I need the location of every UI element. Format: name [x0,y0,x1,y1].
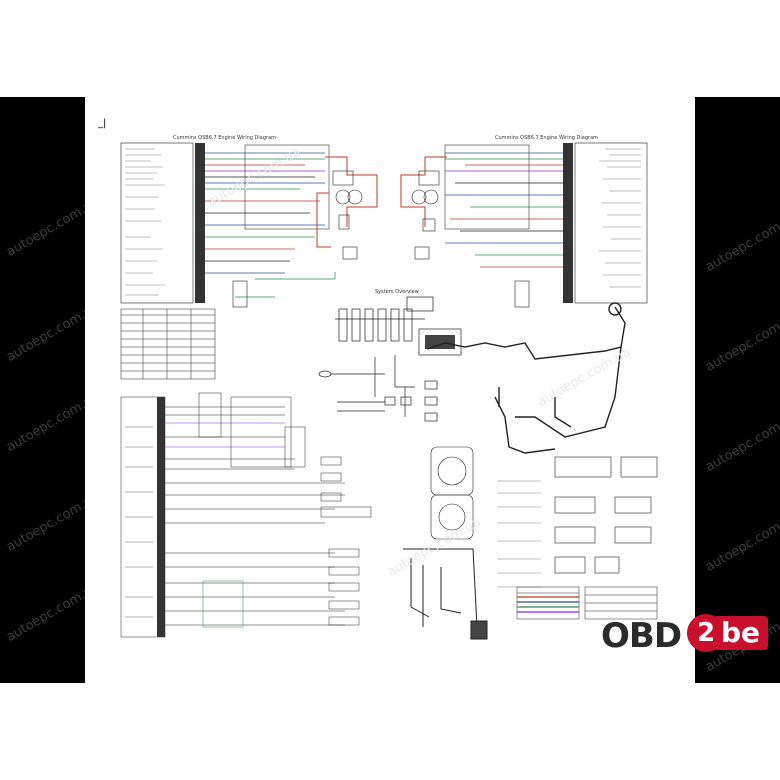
notes-block [497,480,541,588]
right-panel: autoepc.com.ua autoepc.com.ua autoepc.co… [695,97,780,683]
corner-mark: _| [98,118,107,129]
bottom-margin [0,683,780,780]
ecm-module [418,328,462,356]
left-diagram-title: Cummins QSB6.7 Engine Wiring Diagram [173,135,277,141]
engine-harness-routing [426,302,658,574]
top-right-harness [400,142,648,308]
connector-pin-table-right [574,142,648,304]
ground-harness [403,548,488,640]
right-diagram-title: Cummins QSB6.7 Engine Wiring Diagram [495,135,599,141]
sensor-cluster [337,380,438,422]
obd2be-logo: OBD 2 be [601,610,780,656]
lower-left-harness [120,392,372,638]
watermark-text: autoepc.com.ua [703,309,780,375]
watermark-text: autoepc.com.ua [703,409,780,475]
logo-two-badge: 2 [687,614,725,652]
watermark-text: autoepc.com.ua [703,209,780,275]
injector-row [335,308,425,342]
logo-be-badge: be [713,616,769,650]
wiring-diagram-sheet: Cummins QSB6.7 Engine Wiring Diagram Cum… [85,97,695,683]
top-left-harness [120,142,378,308]
connector-pin-table [120,142,194,304]
connector-faces [430,446,474,540]
logo-obd-text: OBD [601,616,682,656]
wiring-diagram [120,142,658,640]
left-panel: autoepc.com.ua autoepc.com.ua autoepc.co… [0,97,102,683]
system-overview [318,296,462,422]
top-margin [0,0,780,97]
pin-reference-table [120,308,216,380]
watermark-text: autoepc.com.ua [703,509,780,575]
wire-legend-table [516,586,658,620]
system-overview-label: System Overview [375,289,419,295]
sensor-connectors [320,456,372,626]
